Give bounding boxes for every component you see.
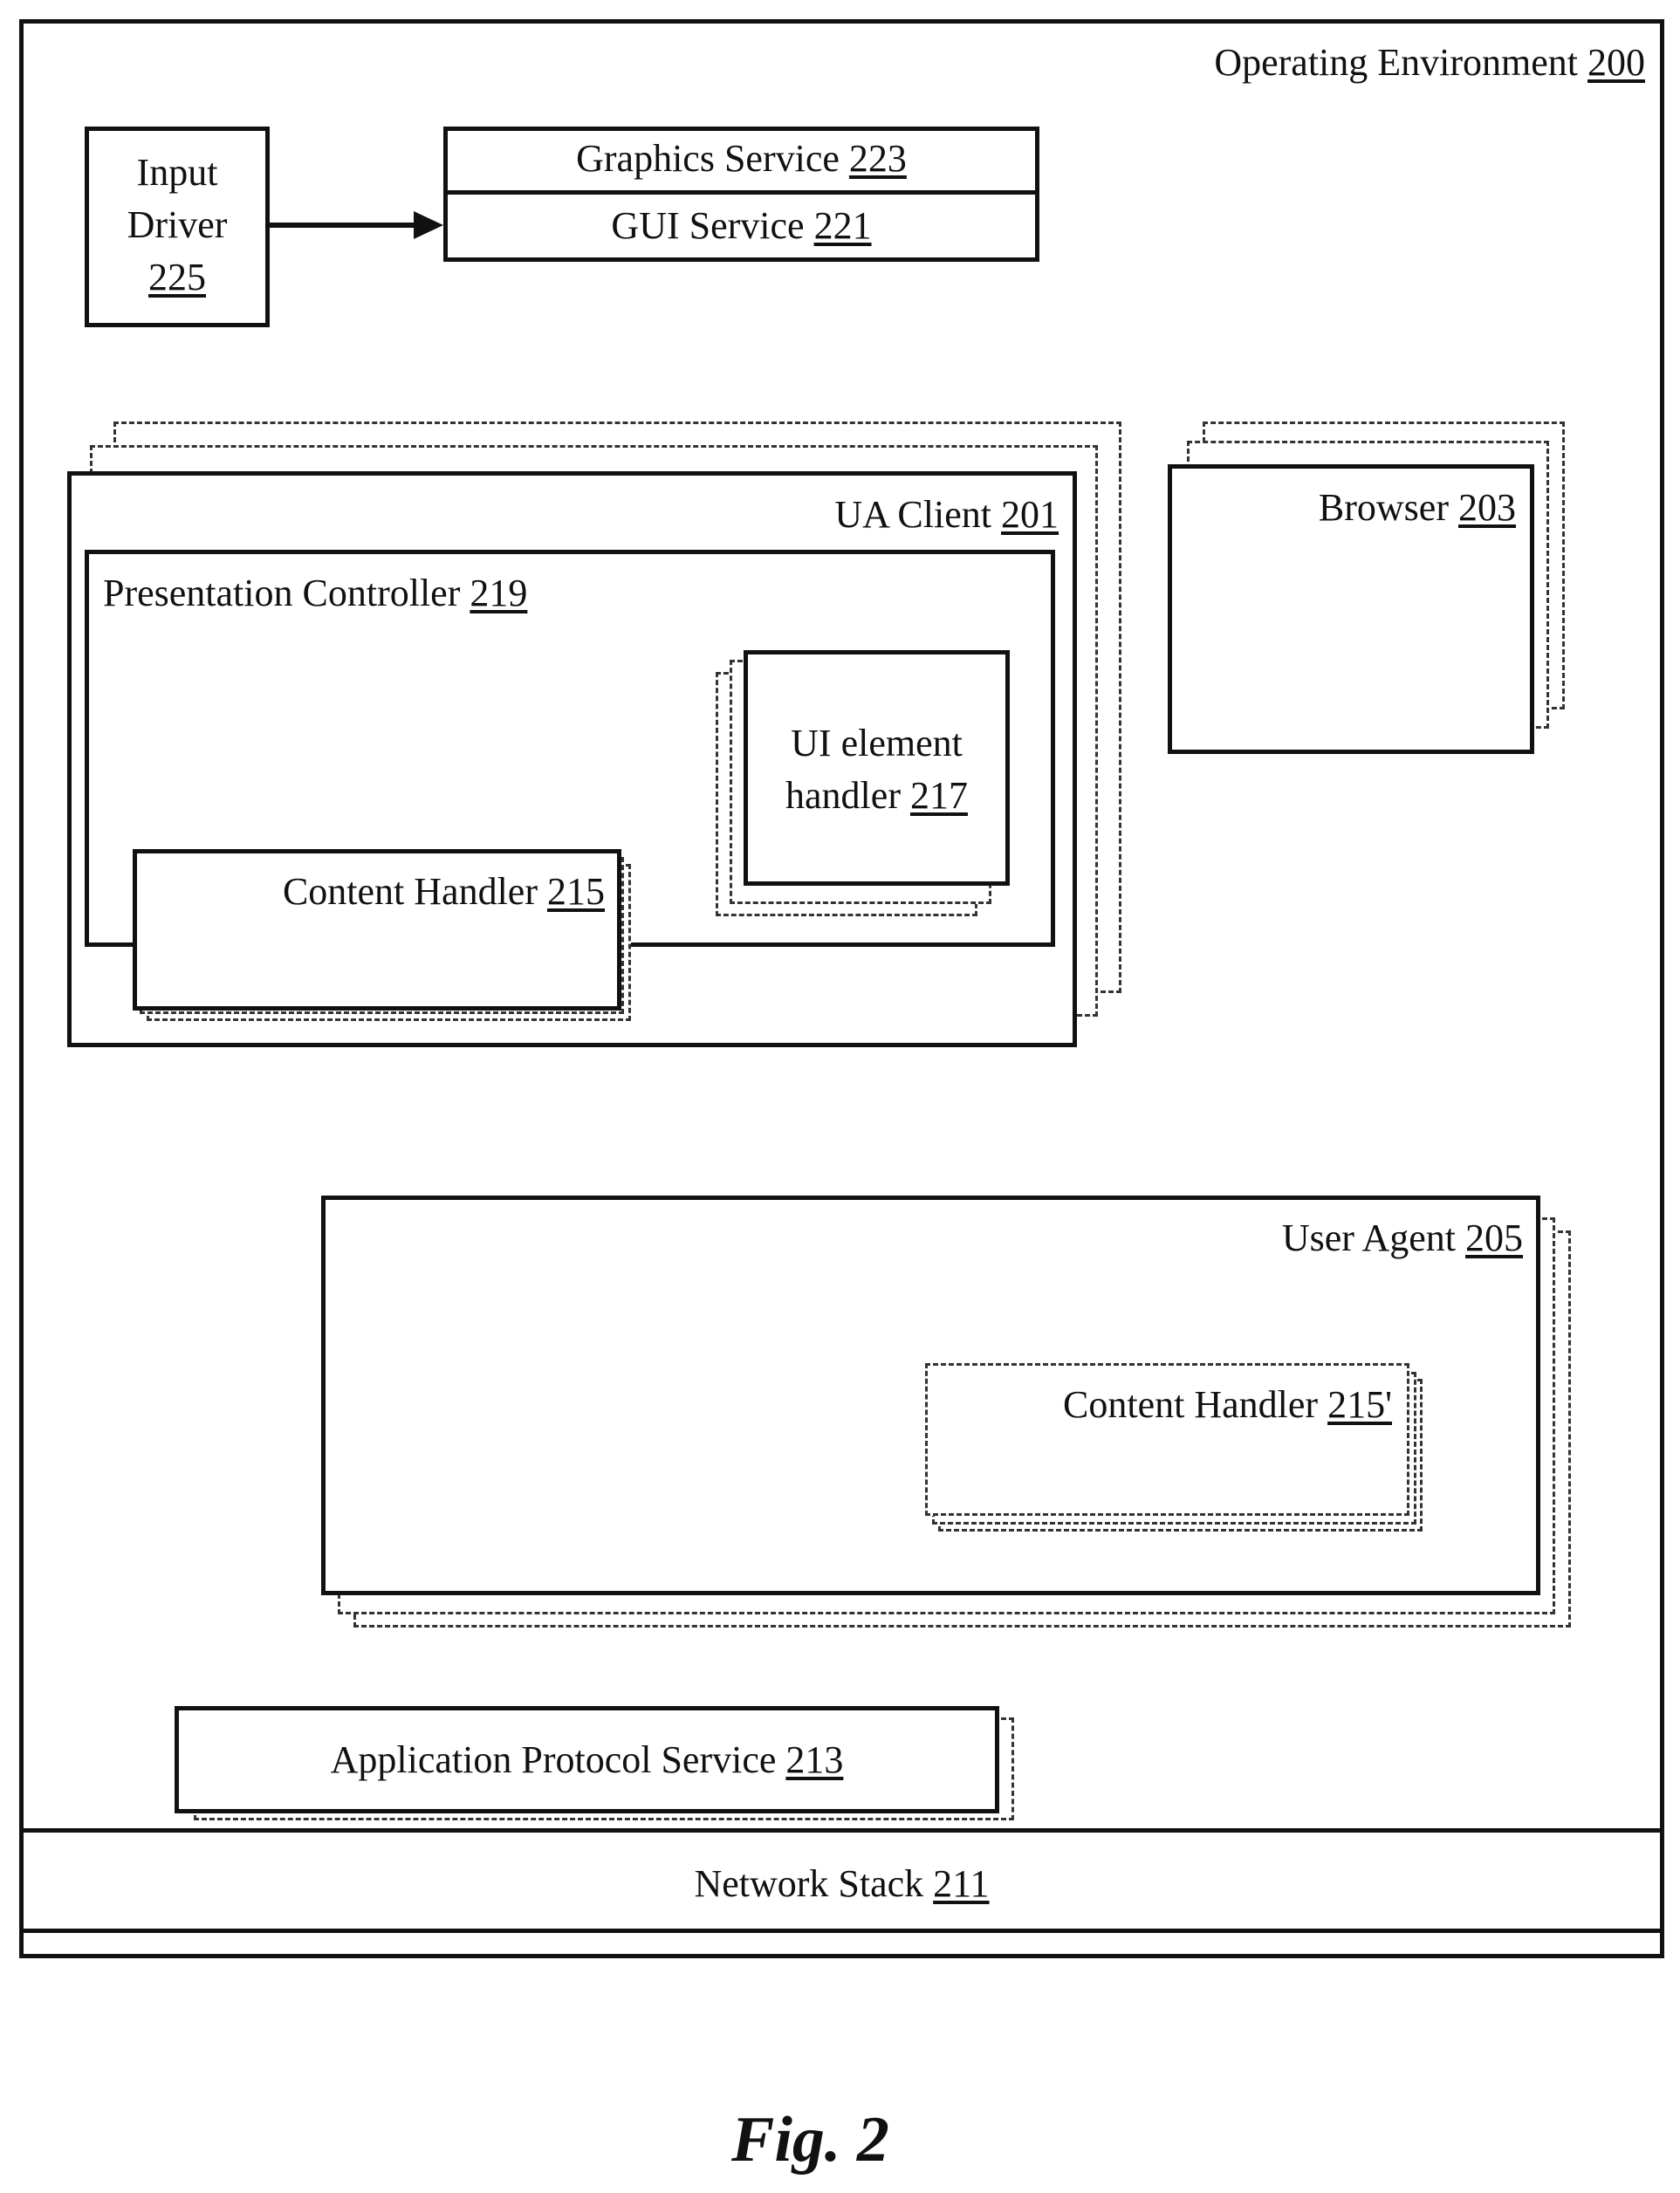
input-driver-to-gui-arrowhead [414,211,443,239]
figure-caption: Fig. 2 [731,2103,889,2177]
